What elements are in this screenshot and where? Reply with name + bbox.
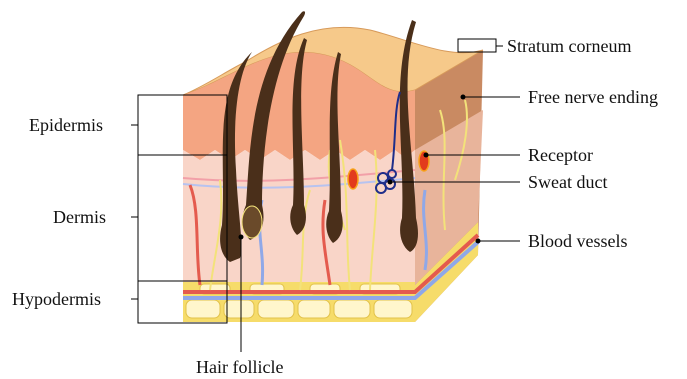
label-dermis: Dermis: [53, 207, 106, 227]
label-free-nerve-ending: Free nerve ending: [528, 87, 658, 107]
label-sweat-duct: Sweat duct: [528, 172, 607, 192]
hair-bulb: [242, 206, 262, 238]
label-hypodermis: Hypodermis: [12, 289, 101, 309]
skin-block: [183, 11, 483, 322]
label-blood-vessels: Blood vessels: [528, 231, 628, 251]
label-hair-follicle: Hair follicle: [196, 357, 283, 377]
label-receptor: Receptor: [528, 145, 593, 165]
label-stratum-corneum: Stratum corneum: [507, 36, 631, 56]
receptor-left: [348, 169, 358, 189]
label-epidermis: Epidermis: [29, 115, 103, 135]
